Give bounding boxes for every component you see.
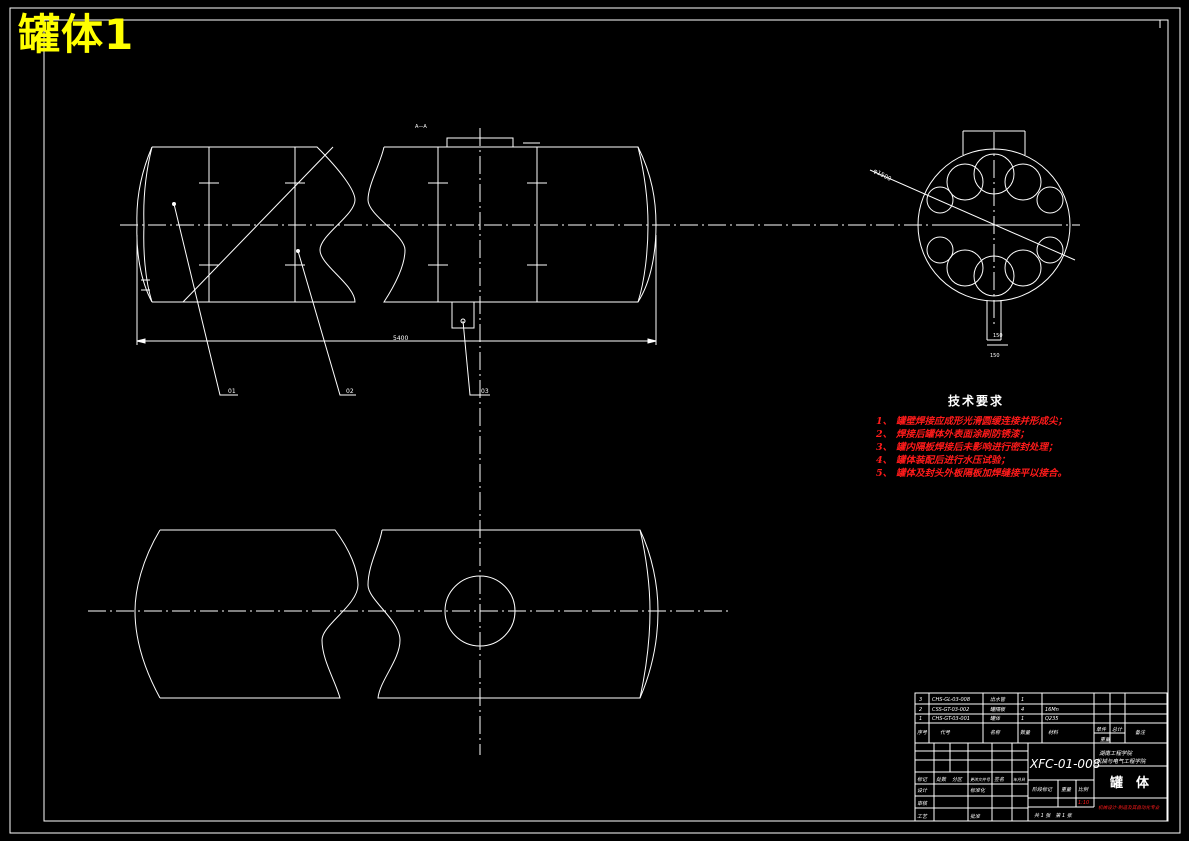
hdr-weight: 重量 bbox=[1100, 736, 1111, 743]
lbl-design: 设计 bbox=[917, 787, 928, 794]
outer-frame bbox=[9, 7, 1181, 834]
tech-item-text: 罐壁焊接应成形光滑圆缓连接并形成尖； bbox=[896, 416, 1068, 427]
outlet-dim: 150 bbox=[990, 353, 1000, 359]
hdr-single: 单件 bbox=[1096, 726, 1107, 733]
technical-requirements: 技术要求 1、罐壁焊接应成形光滑圆缓连接并形成尖； 2、焊接后罐体外表面涂刷防锈… bbox=[876, 392, 1076, 479]
tech-item-num: 4、 bbox=[876, 455, 893, 466]
lbl-sheets: 共 1 张 第 1 张 bbox=[1034, 812, 1073, 819]
inner-frame bbox=[43, 19, 1169, 822]
tech-item-text: 罐体装配后进行水压试验； bbox=[896, 455, 1011, 466]
outlet-dim-b: 150 bbox=[993, 333, 1003, 339]
tech-item-text: 罐内隔板焊接后未影响进行密封处理； bbox=[896, 442, 1058, 453]
bom-qty-2: 4 bbox=[1021, 707, 1024, 713]
section-label: A—A bbox=[415, 124, 427, 130]
tech-item-num: 1、 bbox=[876, 416, 893, 427]
overlay-title: 罐体1 bbox=[18, 10, 135, 59]
bom-code-3: CHS-GL-03-008 bbox=[932, 697, 970, 703]
bom-no-2: 2 bbox=[919, 707, 922, 713]
bom-qty-1: 1 bbox=[1021, 716, 1024, 722]
tech-item: 4、罐体装配后进行水压试验； bbox=[876, 452, 1076, 466]
hdr-material: 材料 bbox=[1048, 729, 1059, 736]
scale-value: 1:10 bbox=[1078, 800, 1089, 806]
lbl-signature: 签名 bbox=[994, 776, 1005, 783]
lbl-date: 年月日 bbox=[1013, 777, 1026, 782]
length-dim: 5400 bbox=[393, 335, 408, 342]
lbl-count: 处数 bbox=[936, 776, 947, 783]
bom-name-2: 罐隔板 bbox=[990, 706, 1006, 713]
centerlines bbox=[88, 128, 1080, 755]
bom-code-2: CSS-GT-03-002 bbox=[932, 707, 969, 713]
lbl-weight: 重量 bbox=[1061, 786, 1072, 793]
section-view bbox=[869, 130, 1076, 346]
hdr-total: 总计 bbox=[1112, 726, 1123, 733]
balloon-3: 03 bbox=[481, 388, 489, 395]
tech-item-num: 2、 bbox=[876, 429, 893, 440]
lbl-mark: 标记 bbox=[917, 776, 928, 783]
front-view bbox=[136, 137, 657, 396]
drawing-number: XFC-01-008 bbox=[1029, 757, 1101, 771]
tech-item-num: 5、 bbox=[876, 468, 893, 479]
bom-code-1: CHS-GT-03-001 bbox=[932, 716, 970, 722]
tech-item-text: 焊接后罐体外表面涂刷防锈漆； bbox=[896, 429, 1030, 440]
tech-item-text: 罐体及封头外板隔板加焊缝接平以接合。 bbox=[896, 468, 1068, 479]
diameter-dim: φ1500 bbox=[872, 168, 892, 183]
footer-text: 机械设计-制造及其自动化专业 bbox=[1098, 805, 1160, 811]
hdr-name: 名称 bbox=[990, 729, 1001, 736]
bom-no-3: 3 bbox=[919, 697, 922, 703]
bom-mat-1: Q235 bbox=[1045, 716, 1058, 722]
hdr-no: 序号 bbox=[917, 729, 928, 736]
tech-heading: 技术要求 bbox=[947, 394, 1004, 408]
balloon-1: 01 bbox=[228, 388, 236, 395]
tech-item: 2、焊接后罐体外表面涂刷防锈漆； bbox=[876, 426, 1076, 440]
lbl-approve: 批准 bbox=[970, 813, 981, 820]
school-line-2: 机械与电气工程学院 bbox=[1096, 758, 1147, 765]
plan-view bbox=[134, 529, 659, 699]
hdr-remark: 备注 bbox=[1135, 729, 1146, 736]
lbl-change: 更改文件号 bbox=[970, 777, 991, 782]
bom-name-3: 出水管 bbox=[990, 696, 1006, 703]
bom-qty-3: 1 bbox=[1021, 697, 1024, 703]
bom-no-1: 1 bbox=[919, 716, 922, 722]
lbl-stage: 阶段标记 bbox=[1032, 786, 1053, 793]
tech-item: 3、罐内隔板焊接后未影响进行密封处理； bbox=[876, 439, 1076, 453]
lbl-zone: 分区 bbox=[952, 776, 963, 783]
lbl-review: 审核 bbox=[917, 800, 928, 807]
tech-item: 1、罐壁焊接应成形光滑圆缓连接并形成尖； bbox=[876, 413, 1076, 427]
school-line-1: 湖南工程学院 bbox=[1099, 750, 1134, 757]
tech-item: 5、罐体及封头外板隔板加焊缝接平以接合。 bbox=[876, 465, 1076, 479]
title-block bbox=[914, 692, 1168, 822]
bom-name-1: 罐体 bbox=[990, 715, 1001, 722]
part-name: 罐 体 bbox=[1109, 775, 1150, 791]
balloon-2: 02 bbox=[346, 388, 354, 395]
bom-mat-2: 16Mn bbox=[1045, 707, 1059, 713]
hdr-code: 代号 bbox=[940, 729, 951, 736]
tech-item-num: 3、 bbox=[876, 442, 893, 453]
lbl-process: 工艺 bbox=[917, 813, 928, 820]
lbl-standard: 标准化 bbox=[970, 787, 986, 794]
hdr-qty: 数量 bbox=[1020, 729, 1031, 736]
lbl-scale: 比例 bbox=[1078, 786, 1089, 793]
